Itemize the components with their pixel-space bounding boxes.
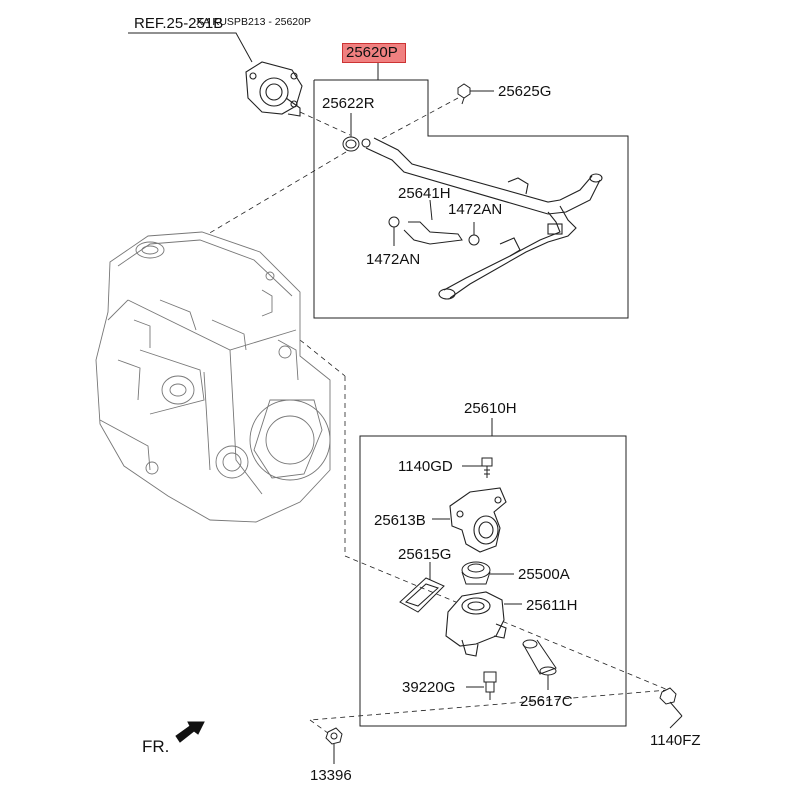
ref-leader xyxy=(128,32,253,63)
front-direction-label: FR. xyxy=(142,737,170,756)
gasket-drawing xyxy=(399,562,445,613)
o-ring-drawing xyxy=(342,113,360,152)
part-label-25622r[interactable]: 25622R xyxy=(322,95,375,112)
part-label-25625g[interactable]: 25625G xyxy=(498,83,552,100)
overlay-caption: XA KUSPB213 - 25620P xyxy=(196,16,311,28)
part-label-25611h[interactable]: 25611H xyxy=(526,597,578,614)
clamp-drawing-b xyxy=(468,222,480,246)
highlight-box xyxy=(342,43,406,63)
water-pipe-drawing xyxy=(361,137,603,300)
bolt-1140gd-drawing xyxy=(462,457,493,478)
part-label-25613b[interactable]: 25613B xyxy=(374,512,426,529)
thermostat-drawing xyxy=(461,561,514,585)
ref-label: REF.25-251B xyxy=(134,15,224,32)
housing-cover-drawing xyxy=(432,487,507,553)
thermostat-assembly-box xyxy=(359,418,627,727)
part-label-1140gd[interactable]: 1140GD xyxy=(398,458,453,475)
nut-13396-drawing xyxy=(325,727,343,764)
outlet-housing-drawing xyxy=(245,61,303,117)
part-label-1472an-lower[interactable]: 1472AN xyxy=(366,251,421,268)
part-label-25500a[interactable]: 25500A xyxy=(518,566,570,583)
sensor-drawing xyxy=(466,671,497,700)
part-label-25620p[interactable]: 25620P xyxy=(346,44,398,61)
part-label-13396[interactable]: 13396 xyxy=(310,767,352,784)
pipe-25617c-drawing xyxy=(522,639,557,690)
part-label-25610h[interactable]: 25610H xyxy=(464,400,517,417)
part-label-39220g[interactable]: 39220G xyxy=(402,679,456,696)
part-label-25617c[interactable]: 25617C xyxy=(520,693,573,710)
front-arrow-icon xyxy=(175,721,205,743)
part-label-25641h[interactable]: 25641H xyxy=(398,185,451,202)
engine-block-drawing xyxy=(95,231,331,523)
clamp-drawing-a xyxy=(388,216,400,246)
hose-drawing xyxy=(403,199,463,245)
housing-drawing xyxy=(445,591,522,657)
bolt-25625g-drawing xyxy=(457,83,494,105)
bolt-1140fz-drawing xyxy=(659,687,683,729)
part-label-1472an-upper[interactable]: 1472AN xyxy=(448,201,503,218)
part-label-1140fz[interactable]: 1140FZ xyxy=(650,732,701,749)
part-label-25615g[interactable]: 25615G xyxy=(398,546,452,563)
pipe-assembly-box xyxy=(313,62,629,319)
